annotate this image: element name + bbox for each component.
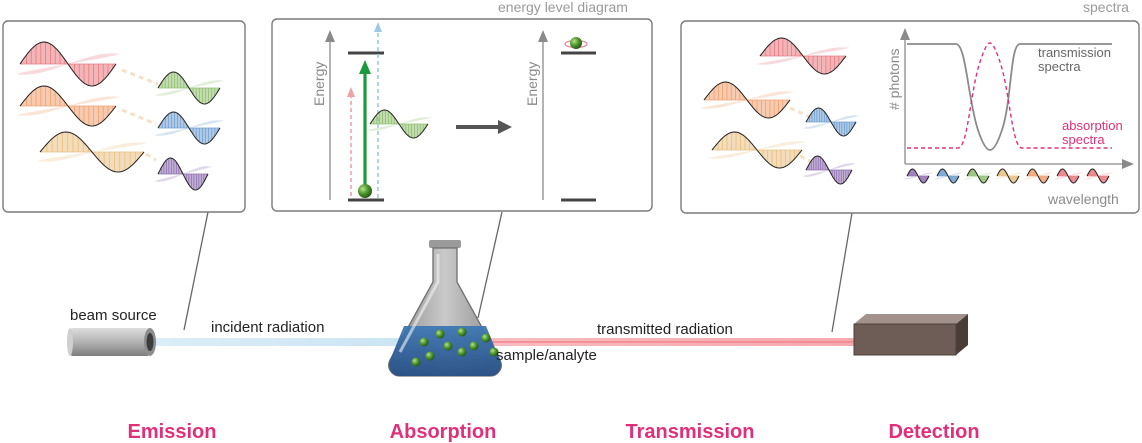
- molecule-icon: [411, 357, 421, 367]
- process-arrowhead: [498, 120, 512, 134]
- molecule-icon: [435, 329, 445, 339]
- panel-spectra: spectra # photons wavelength transmissio…: [680, 0, 1140, 214]
- beam-source-label: beam source: [70, 307, 157, 324]
- molecule-icon: [469, 341, 479, 351]
- absorption-label-1: absorption: [1062, 118, 1123, 133]
- transmitted-radiation-label: transmitted radiation: [597, 321, 733, 338]
- photon-wave-icon: [154, 111, 224, 145]
- photon-link-dash: [121, 68, 159, 86]
- spectra-y-axis-arrow: [900, 28, 910, 40]
- transmission-label-2: spectra: [1038, 59, 1081, 74]
- molecule-icon: [358, 184, 372, 198]
- connector-detection: [831, 212, 853, 333]
- energy-axis-right-label: Energy: [524, 62, 540, 106]
- spectra-panel-title: spectra: [1083, 0, 1129, 15]
- flask-icon: [388, 240, 502, 377]
- photon-wave-icon: [154, 71, 224, 105]
- molecule-icon: [443, 341, 453, 351]
- photon-wave-icon: [933, 168, 963, 184]
- photon-wave-icon: [154, 157, 212, 191]
- connector-absorption: [477, 211, 503, 319]
- connector-emission: [183, 211, 209, 331]
- molecule-icon: [489, 347, 499, 357]
- photon-wave-icon: [1053, 168, 1083, 184]
- stage-emission: Emission: [128, 421, 217, 443]
- incident-beam: [150, 338, 400, 346]
- spectra-y-label: # photons: [886, 49, 902, 111]
- photon-wave-icon: [903, 168, 933, 184]
- photon-wave-icon: [366, 109, 432, 139]
- absorption-label-2: spectra: [1062, 132, 1105, 147]
- wavelength-spectrum-strip: [903, 168, 1113, 184]
- photon-link-dash: [789, 106, 813, 120]
- photon-wave-icon: [708, 131, 806, 169]
- energy-axis-left-label: Energy: [311, 62, 327, 106]
- photon-link-dash: [121, 108, 157, 126]
- energy-panel-title: energy level diagram: [498, 0, 628, 15]
- photon-wave-icon: [366, 109, 432, 139]
- incident-radiation-label: incident radiation: [211, 319, 324, 336]
- transmission-label-1: transmission: [1038, 45, 1111, 60]
- panel-emission: [2, 20, 246, 213]
- photon-wave-icon: [802, 155, 856, 185]
- beam-source-icon: [67, 328, 156, 356]
- photon-wave-icon: [963, 168, 993, 184]
- stage-absorption: Absorption: [390, 421, 497, 443]
- green-excitation-arrowhead: [359, 60, 371, 74]
- molecule-icon: [457, 327, 467, 337]
- photon-wave-icon: [993, 168, 1023, 184]
- absorption-curve: [907, 42, 1112, 149]
- photon-wave-icon: [16, 85, 120, 127]
- blue-dashed-arrowhead: [374, 22, 382, 32]
- photon-link-dash: [145, 152, 157, 162]
- stage-detection: Detection: [888, 421, 979, 443]
- detector-icon: [853, 314, 968, 356]
- photon-wave-icon: [700, 81, 794, 119]
- sample-analyte-label: sample/analyte: [496, 347, 597, 364]
- photon-wave-icon: [16, 41, 120, 87]
- molecule-icon: [419, 337, 429, 347]
- spectra-waves: [700, 37, 860, 185]
- spectra-x-axis-arrow: [1122, 159, 1134, 169]
- photon-wave-icon: [1083, 168, 1113, 184]
- photon-wave-icon: [1023, 168, 1053, 184]
- spectra-x-label: wavelength: [1047, 191, 1119, 207]
- photon-wave-icon: [802, 107, 860, 137]
- photon-wave-icon: [756, 37, 850, 75]
- photon-link-dash: [799, 154, 813, 164]
- molecule-icon: [457, 347, 467, 357]
- emission-waves: [16, 41, 224, 191]
- red-dashed-arrowhead: [347, 87, 355, 97]
- molecule-cluster: [411, 327, 499, 367]
- stage-transmission: Transmission: [626, 421, 755, 443]
- photon-wave-icon: [36, 131, 148, 173]
- molecule-icon: [425, 351, 435, 361]
- molecule-icon: [481, 333, 491, 343]
- excited-molecule-icon: [570, 37, 582, 49]
- energy-axis-right-arrow: [538, 30, 548, 42]
- energy-axis-left-arrow: [325, 30, 335, 42]
- transmission-curve: [907, 43, 1112, 151]
- panel-energy: energy level diagram Energy Energy: [271, 0, 653, 212]
